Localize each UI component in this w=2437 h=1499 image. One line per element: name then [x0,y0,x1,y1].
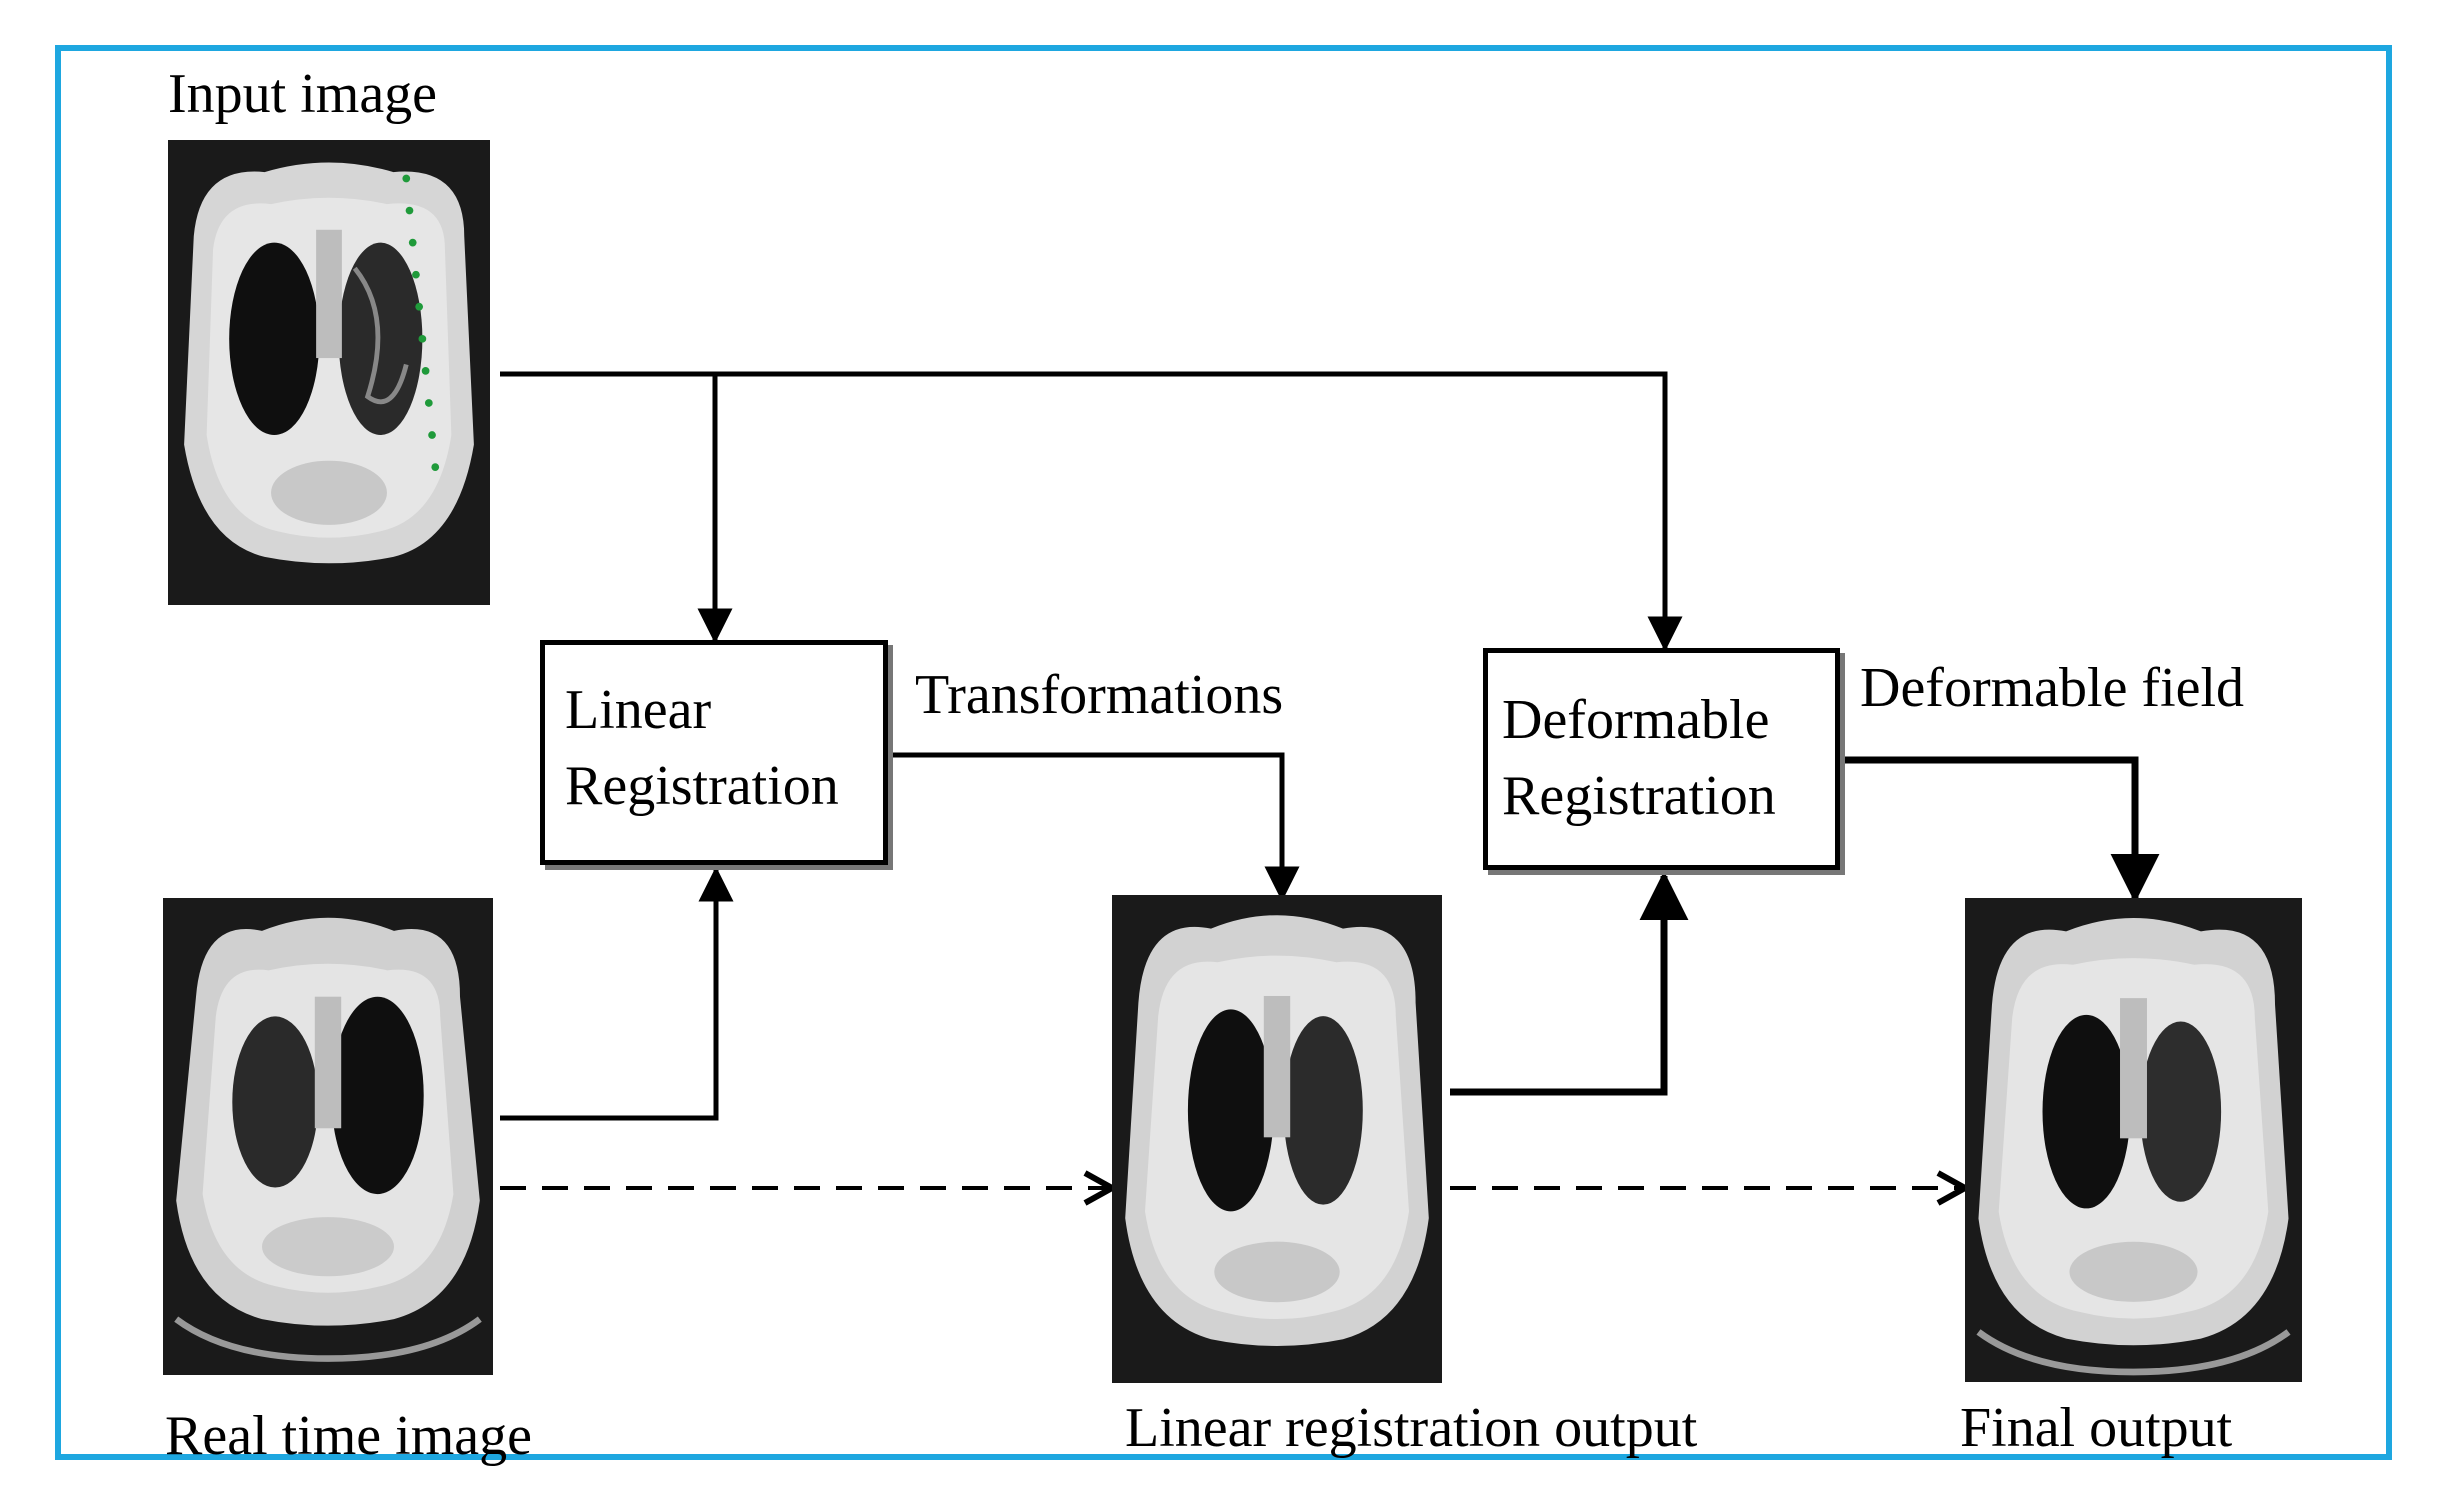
input-to-linear-connector [500,371,733,644]
linear-registration-line2: Registration [565,754,839,817]
linear-registration-line1: Linear [565,679,712,741]
input-image-scan [168,140,490,605]
input-image-label: Input image [168,63,438,125]
transformations-label: Transformations [915,664,1284,726]
deformable-registration-line1: Deformable [1502,689,1770,751]
ct-chest-scan-icon [1112,895,1442,1383]
linear-registration-output-scan [1112,895,1442,1383]
real-time-image-scan [163,898,493,1375]
deformable-registration-box: Deformable Registration [1483,648,1840,870]
ct-chest-scan-icon [163,898,493,1375]
ct-chest-scan-icon [168,140,490,605]
real-time-image-label: Real time image [165,1405,532,1467]
input-to-deformable-connector [715,371,1683,652]
deformable-field-connector [1840,756,2160,903]
linear-registration-box: Linear Registration [540,640,888,865]
final-output-scan [1965,898,2302,1382]
transformations-connector [888,752,1300,902]
deformable-registration-line2: Registration [1502,764,1776,827]
ct-chest-scan-icon [1965,898,2302,1382]
figure-frame [55,45,2392,1460]
deformable-field-label: Deformable field [1860,657,2245,719]
linear-registration-output-label: Linear registration output [1125,1397,1698,1459]
linear-output-to-deformable-connector [1450,871,1689,1096]
final-output-label: Final output [1960,1397,2233,1459]
realtime-to-linear-connector [500,866,734,1121]
